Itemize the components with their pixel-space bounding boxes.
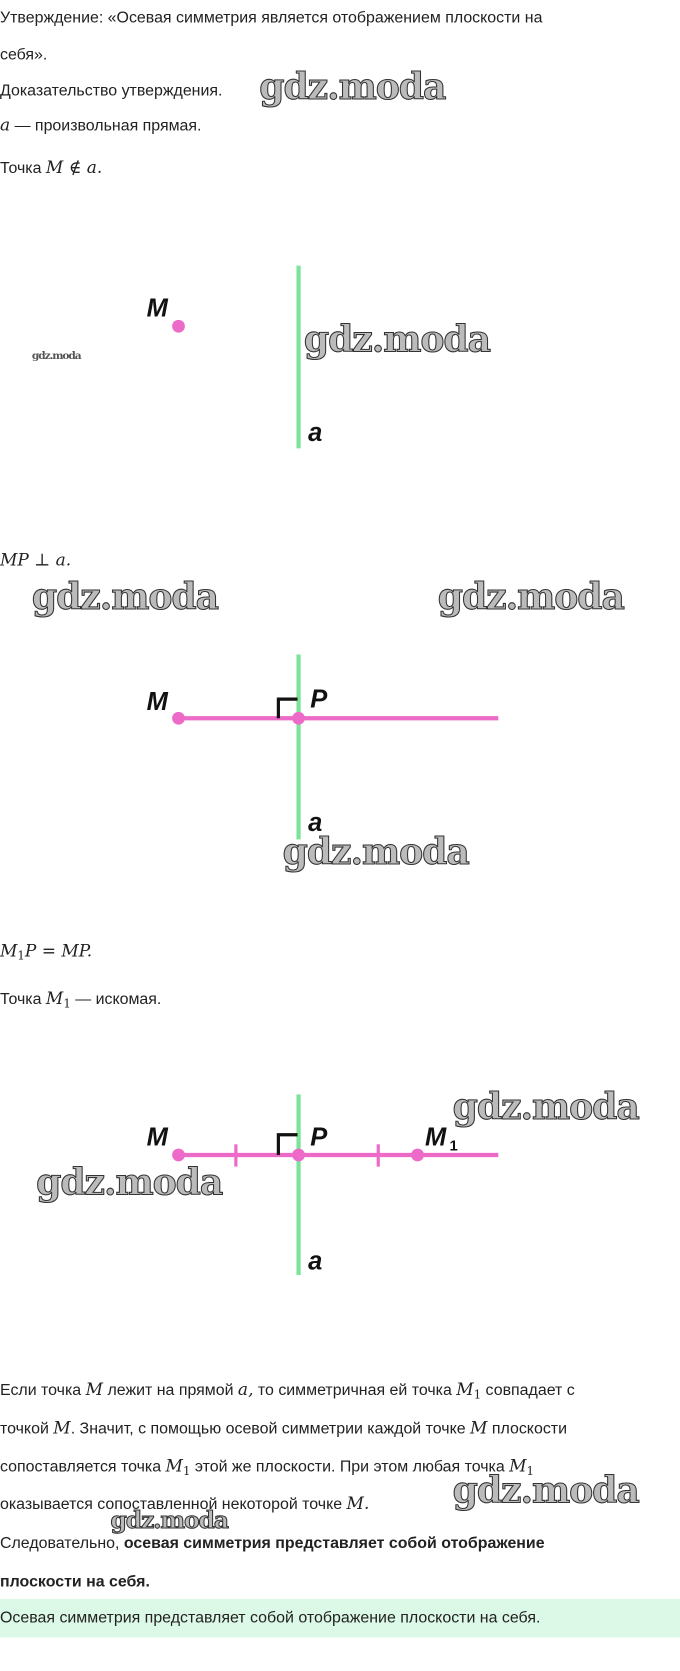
label-a: a — [308, 1248, 322, 1276]
paragraph-line-3: сопоставляется точка M1 этой же плоскост… — [0, 1455, 534, 1478]
statement-line-1: Утверждение: «Осевая симметрия является … — [0, 8, 543, 27]
statement-line-2: себя». — [0, 45, 48, 64]
diagram-2: M P a — [147, 654, 499, 840]
right-angle-mark — [276, 697, 298, 719]
point-p — [292, 1148, 305, 1162]
watermark: gdz.moda — [110, 1506, 230, 1535]
point-m — [172, 319, 185, 333]
proof-label: Доказательство утверждения. — [0, 81, 223, 100]
watermark: gdz.moda — [282, 830, 470, 874]
paragraph-line-4: оказывается сопоставленной некоторой точ… — [0, 1492, 370, 1513]
watermark: gdz.moda — [452, 1085, 640, 1129]
diagram-1: M a — [147, 265, 322, 449]
label-a: a — [308, 419, 322, 447]
conclusion-line-2: плоскости на себя. — [0, 1572, 150, 1591]
label-m: M — [147, 1123, 169, 1151]
equal-text: M1P = MP. — [0, 940, 93, 963]
watermark: gdz.moda — [259, 65, 447, 109]
point-m1 — [411, 1148, 424, 1162]
label-m: M — [147, 295, 169, 323]
label-m1: M — [425, 1123, 447, 1151]
label-m1-sub: 1 — [449, 1139, 457, 1155]
label-a: a — [308, 809, 322, 837]
watermark: gdz.moda — [437, 575, 625, 619]
right-angle-mark — [276, 1133, 298, 1155]
point-m-text: Точка M ∉ a. — [0, 157, 103, 178]
conclusion-line-1: Следовательно, осевая симметрия представ… — [0, 1534, 545, 1553]
watermark: gdz.moda — [303, 318, 491, 362]
answer-box: Осевая симметрия представляет собой отоб… — [0, 1599, 680, 1638]
sought-text: Точка M1 — искомая. — [0, 988, 162, 1011]
point-m — [172, 711, 185, 725]
watermark: gdz.moda — [36, 1161, 224, 1205]
label-m: M — [147, 688, 169, 716]
paragraph-line-2: точкой M. Значит, с помощью осевой симме… — [0, 1417, 568, 1438]
watermark: gdz.moda — [452, 1469, 640, 1513]
perp-text: MP ⊥ a. — [0, 549, 72, 570]
point-p — [292, 711, 305, 725]
watermark: gdz.moda — [31, 575, 219, 619]
watermark: gdz.moda — [31, 350, 82, 363]
paragraph-line-1: Если точка M лежит на прямой a, то симме… — [0, 1379, 575, 1402]
diagram-3: M P M 1 a — [147, 1094, 499, 1276]
line-a-text: a — произвольная прямая. — [0, 114, 202, 135]
label-p: P — [310, 1123, 328, 1151]
point-m — [172, 1148, 185, 1162]
label-p: P — [310, 686, 328, 714]
